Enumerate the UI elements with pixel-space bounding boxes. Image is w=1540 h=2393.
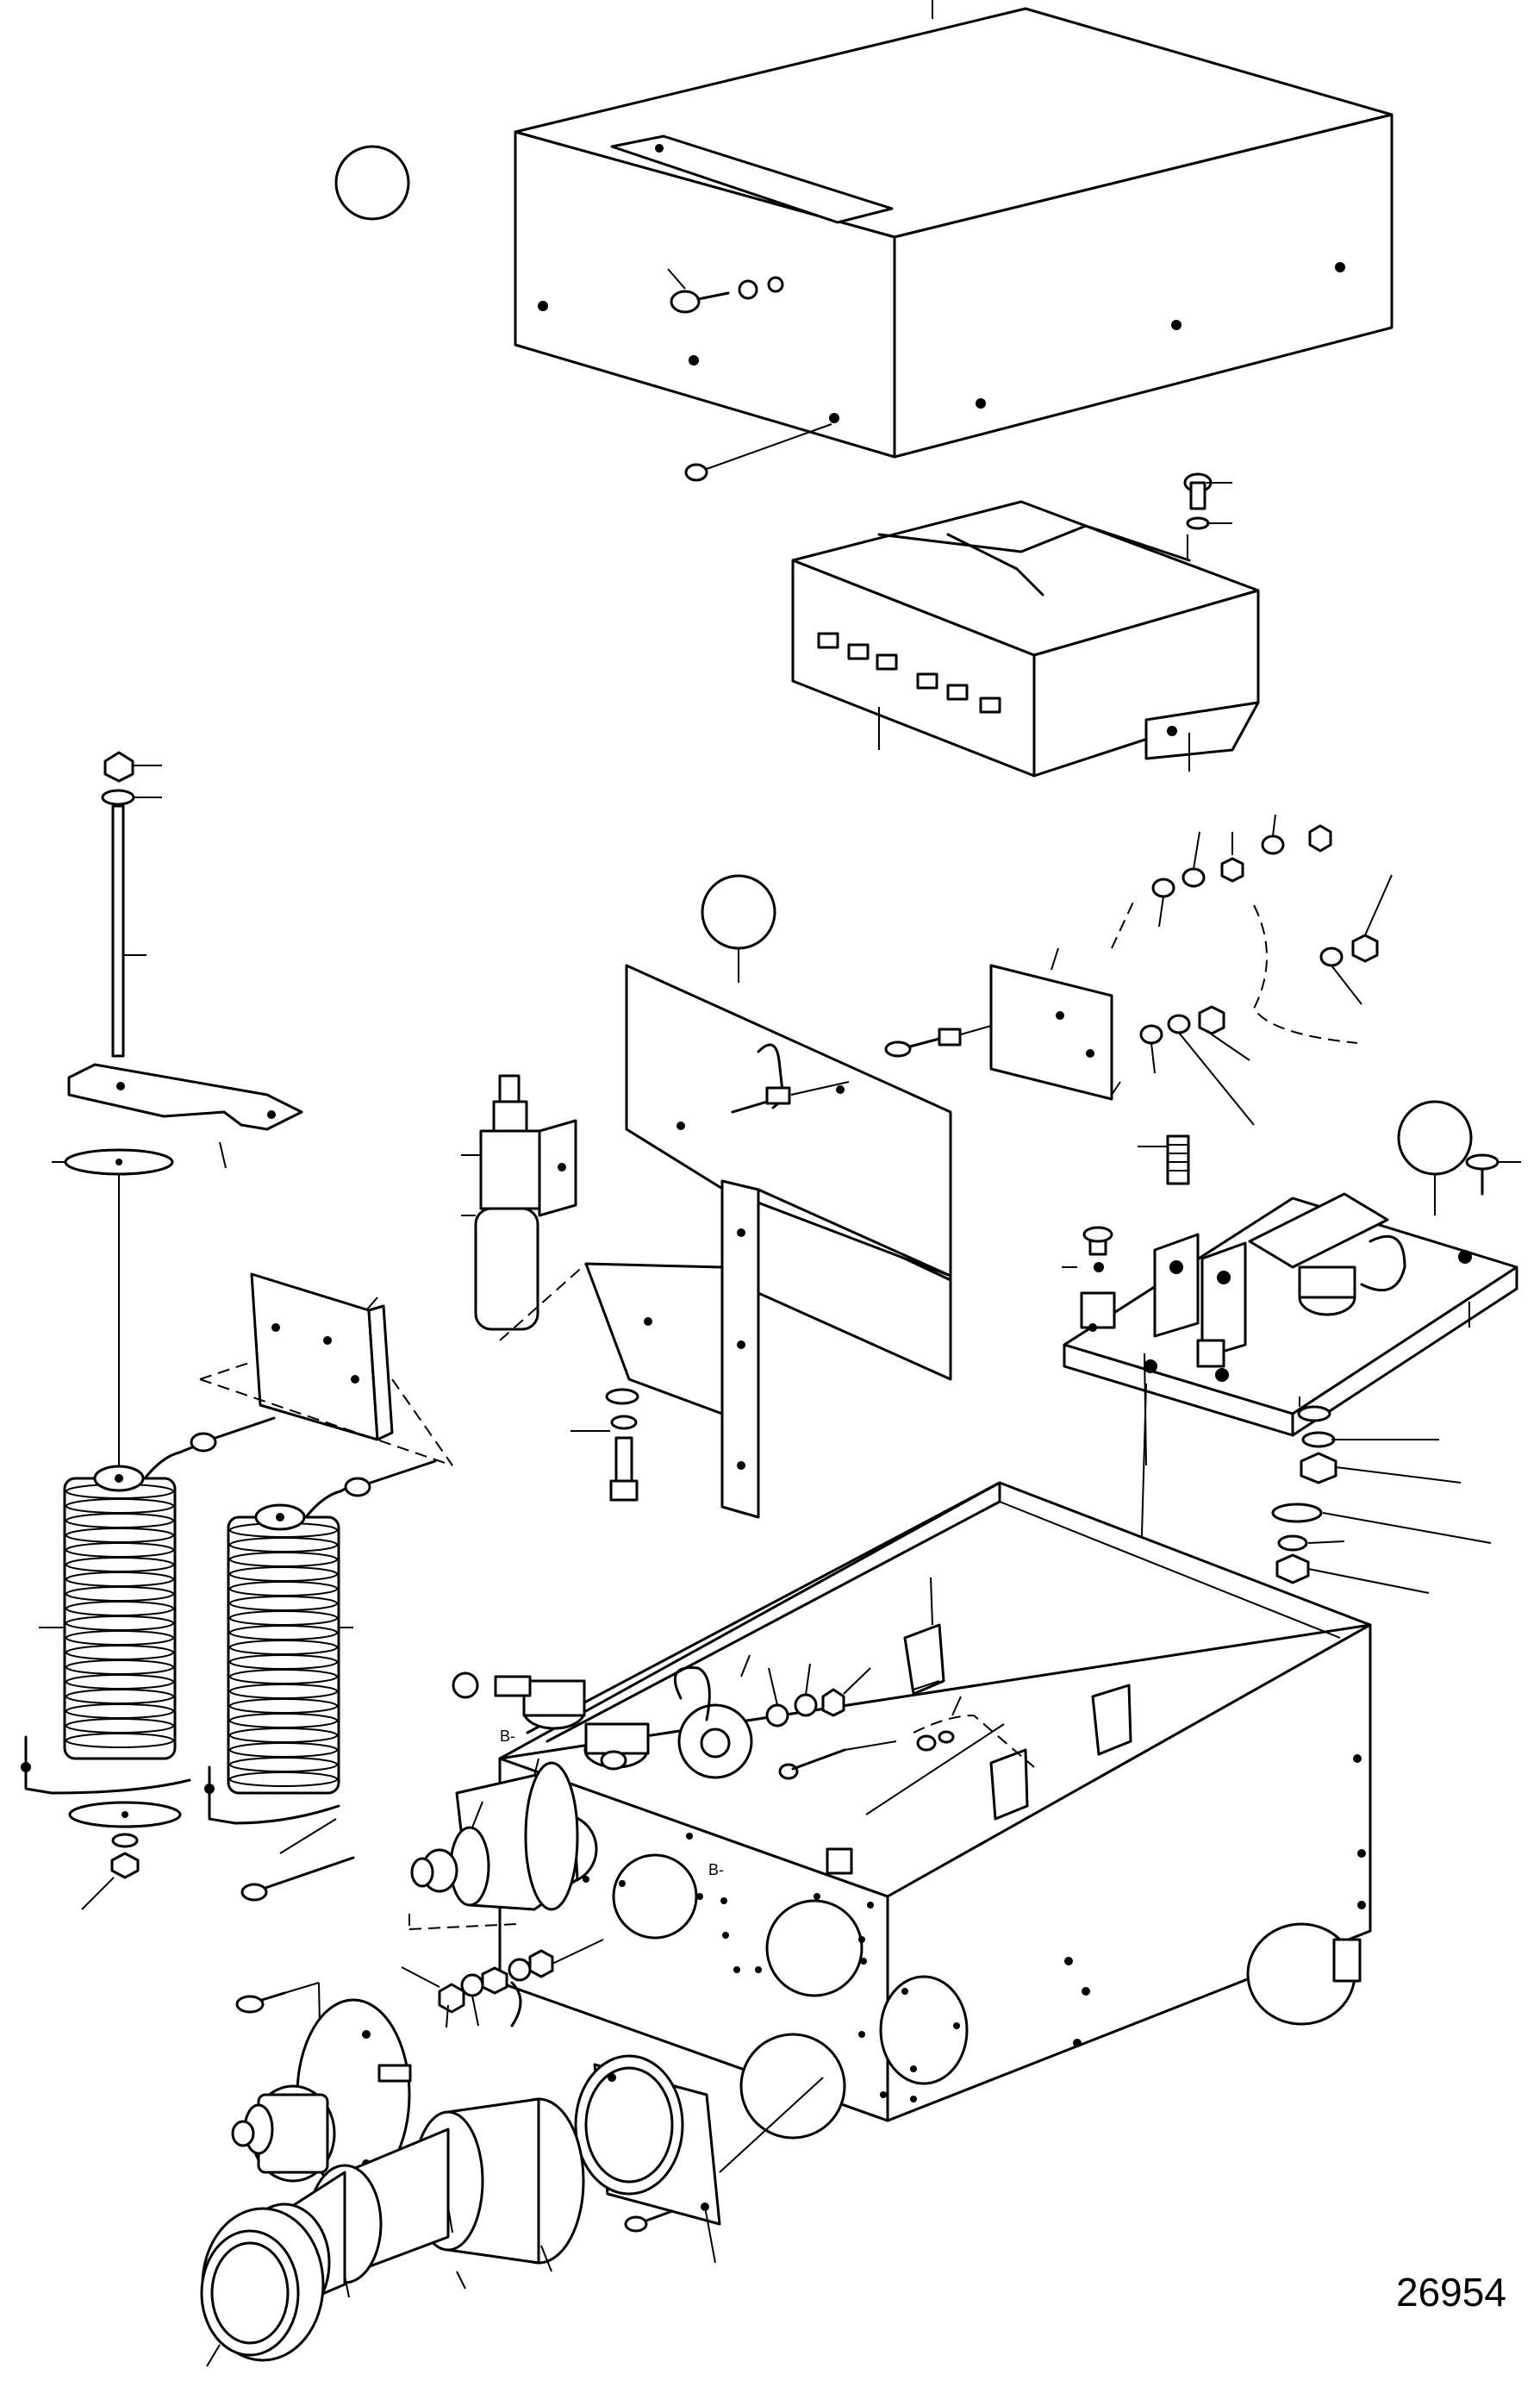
relay-base-plate [1062,1134,1521,1630]
circle-marker-2 [701,874,776,983]
terminal-posts [452,1654,871,1779]
figure-number: 26954 [1396,2270,1506,2315]
front-terminal-lower [231,1982,412,2191]
terminal-mark-1: B- [500,1728,515,1745]
relay-fasteners [1271,1396,1492,1594]
connector-flange [574,2054,824,2264]
resistor-coil-left [21,1416,276,1910]
capacitor [461,1074,587,1341]
hardware-chain [401,1939,604,2028]
cover-box [514,0,1393,482]
leader-lines [951,534,1188,1716]
coil-winding [65,1733,174,1748]
plug-housing [200,2097,585,2367]
rear-terminal-plate [884,814,1393,1126]
terminal-mark-2: B- [708,1861,724,1878]
resistor-coil-right [204,1459,437,1825]
terminal-plate-left [199,1272,453,1466]
circle-marker-1 [334,145,410,221]
bracket-bolt [570,1388,639,1502]
long-bolt-assembly [52,751,303,1470]
main-housing: B- B- [498,1481,1372,2140]
mounting-bracket [584,964,952,1519]
control-module [791,472,1260,778]
front-terminal-upper [240,1758,579,1930]
circle-marker-3 [1397,1100,1473,1215]
coil-winding [229,1771,338,1787]
